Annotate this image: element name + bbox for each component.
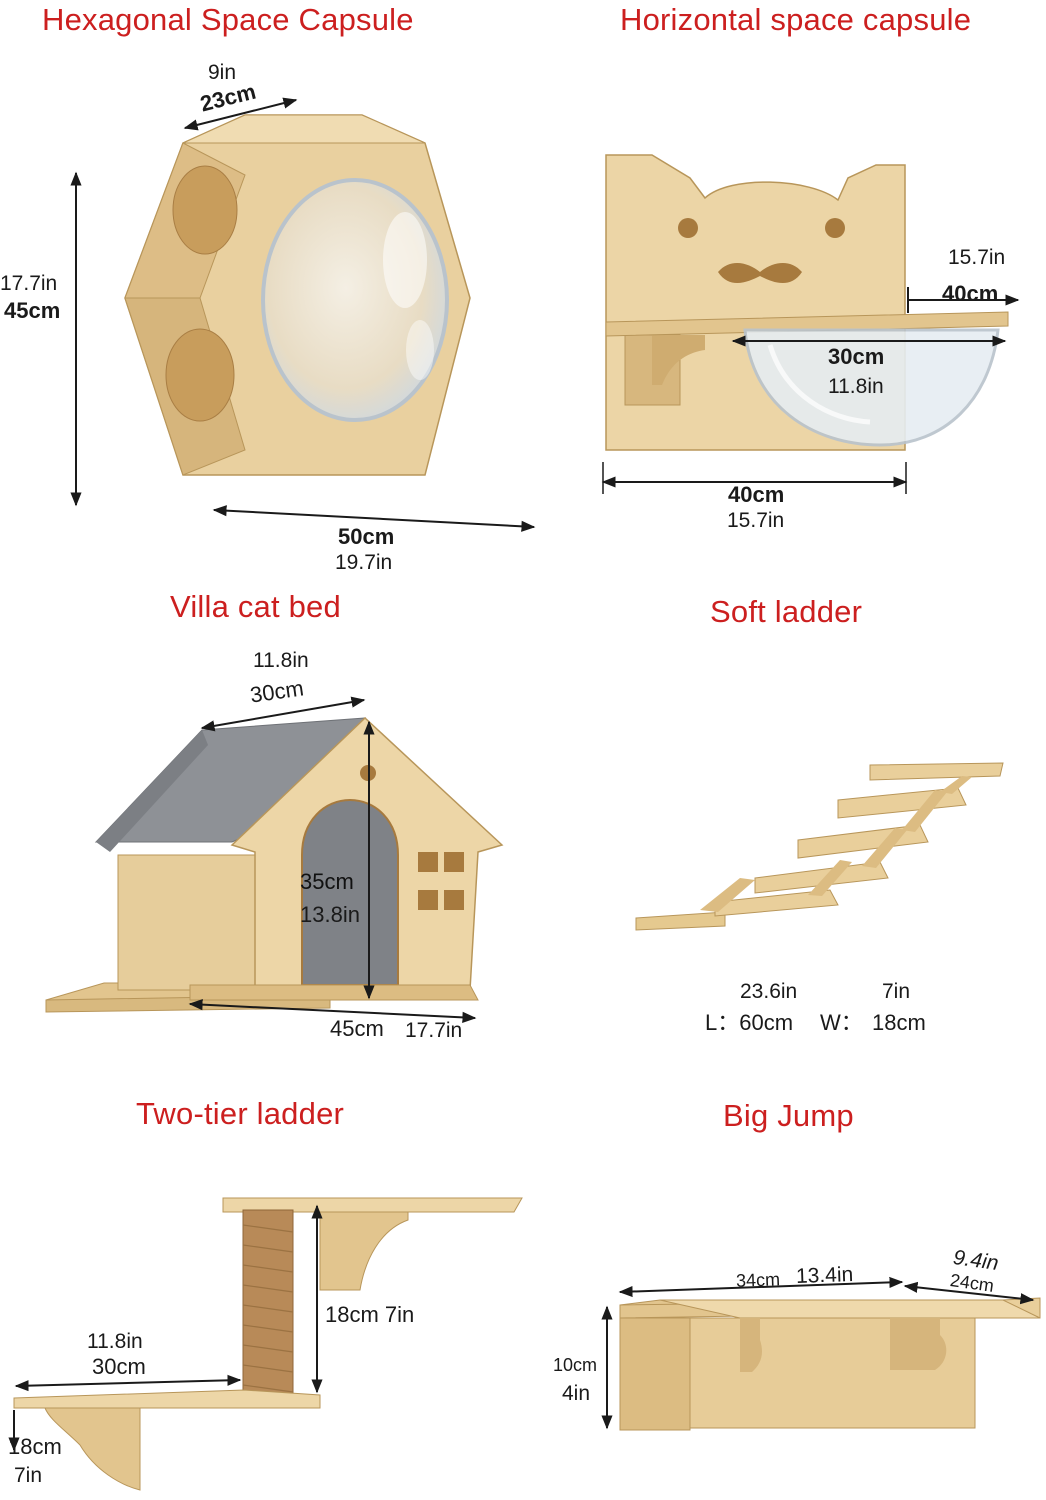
soft-width-label: W： xyxy=(820,1010,863,1035)
villa-width-in: 11.8in xyxy=(253,649,309,672)
soft-length-label: L：60cm xyxy=(705,1010,794,1035)
twotier-depth-cm: 18cm xyxy=(8,1434,62,1459)
hex-length-in: 19.7in xyxy=(335,551,393,574)
villa-height-in: 13.8in xyxy=(300,902,360,927)
hex-height-in: 17.7in xyxy=(0,272,58,295)
horizontal-width-cm: 40cm xyxy=(728,482,785,507)
twotier-width-cm: 30cm xyxy=(92,1354,146,1379)
soft-ladder-illustration xyxy=(635,762,1004,931)
twotier-width-in: 11.8in xyxy=(87,1330,143,1353)
soft-length-in: 23.6in xyxy=(740,980,798,1003)
hex-width-in: 9in xyxy=(208,61,237,84)
hexagonal-capsule-title: Hexagonal Space Capsule xyxy=(42,2,414,37)
villa-length-cm: 45cm xyxy=(330,1016,384,1041)
horizontal-dome-cm: 30cm xyxy=(828,344,885,369)
villa-height-cm: 35cm xyxy=(300,869,354,894)
big-jump-title: Big Jump xyxy=(723,1098,854,1133)
big-jump-illustration xyxy=(601,1276,1041,1431)
soft-width-cm: 18cm xyxy=(872,1010,926,1035)
bigjump-height-in: 4in xyxy=(562,1382,591,1405)
hex-length-cm: 50cm xyxy=(338,524,395,549)
villa-cat-bed-title: Villa cat bed xyxy=(170,589,341,624)
twotier-depth-in: 7in xyxy=(14,1464,43,1487)
two-tier-ladder-illustration xyxy=(8,1197,523,1491)
soft-ladder-title: Soft ladder xyxy=(710,594,863,629)
hexagonal-capsule-illustration xyxy=(70,97,536,532)
bigjump-length-in: 13.4in xyxy=(795,1263,854,1288)
soft-width-in: 7in xyxy=(882,980,911,1003)
two-tier-ladder-title: Two-tier ladder xyxy=(136,1096,345,1131)
horizontal-dome-in: 11.8in xyxy=(828,375,884,398)
twotier-height-label: 18cm 7in xyxy=(325,1302,415,1327)
horizontal-capsule-illustration xyxy=(601,154,1020,494)
horizontal-width-in: 15.7in xyxy=(727,509,785,532)
hex-height-cm: 45cm xyxy=(4,298,61,323)
bigjump-length-cm: 34cm xyxy=(735,1269,781,1291)
villa-length-in: 17.7in xyxy=(405,1019,463,1042)
bigjump-height-cm: 10cm xyxy=(553,1355,598,1375)
villa-cat-bed-illustration xyxy=(45,696,504,1023)
horizontal-depth-cm: 40cm xyxy=(942,281,999,306)
horizontal-capsule-title: Horizontal space capsule xyxy=(620,2,972,37)
horizontal-depth-in: 15.7in xyxy=(948,246,1006,269)
